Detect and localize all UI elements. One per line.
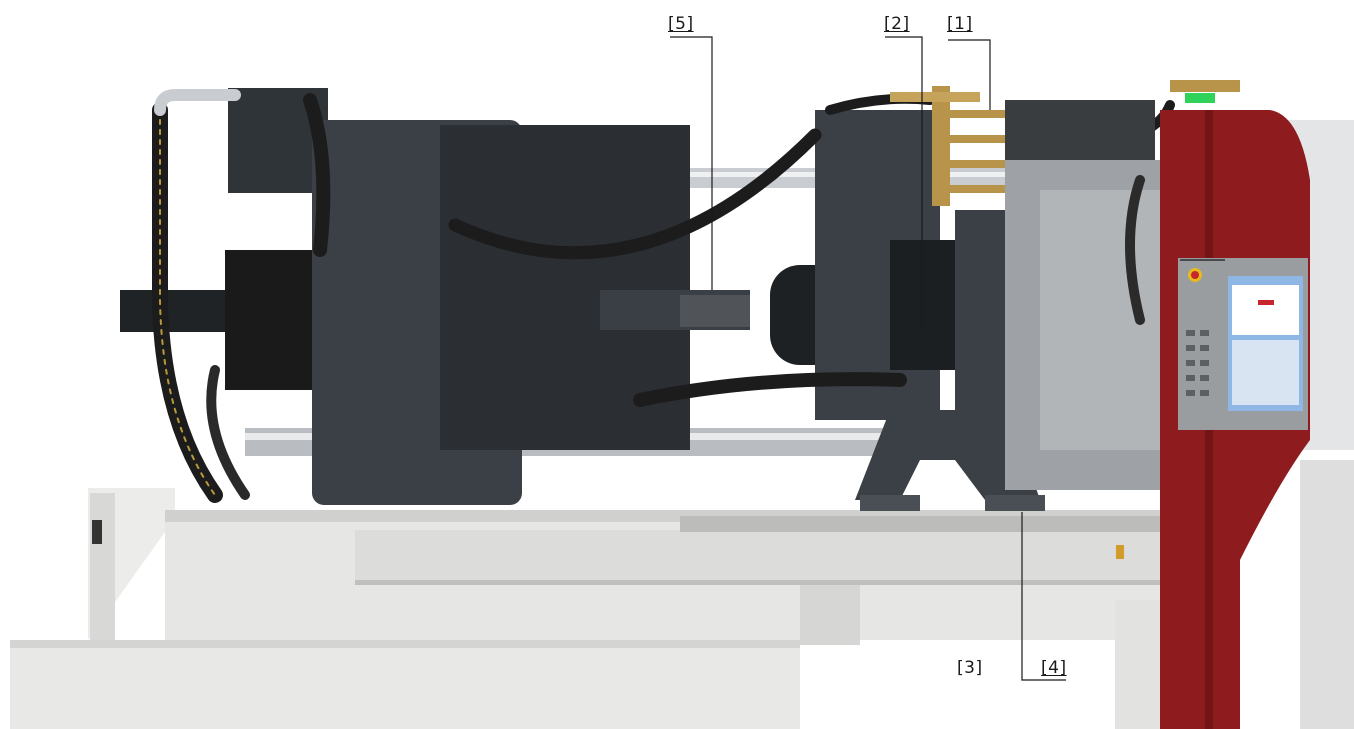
callout-label-1: [1] [947, 14, 973, 34]
leader-line-5 [670, 36, 713, 290]
leader-line-2 [885, 36, 923, 330]
leader-line-4 [1021, 512, 1066, 681]
callout-label-4: [4] [1041, 658, 1067, 678]
platen [815, 110, 1045, 511]
hydraulic-hoses [152, 89, 1175, 503]
callout-leader-lines [670, 36, 1225, 681]
callout-label-3: [3] [957, 658, 983, 678]
control-cabinet [1160, 110, 1354, 729]
leader-line-1 [948, 39, 991, 110]
callout-label-5: [5] [668, 14, 694, 34]
mold-area [1005, 160, 1165, 490]
manifold [890, 80, 1240, 206]
callout-label-2: [2] [884, 14, 910, 34]
